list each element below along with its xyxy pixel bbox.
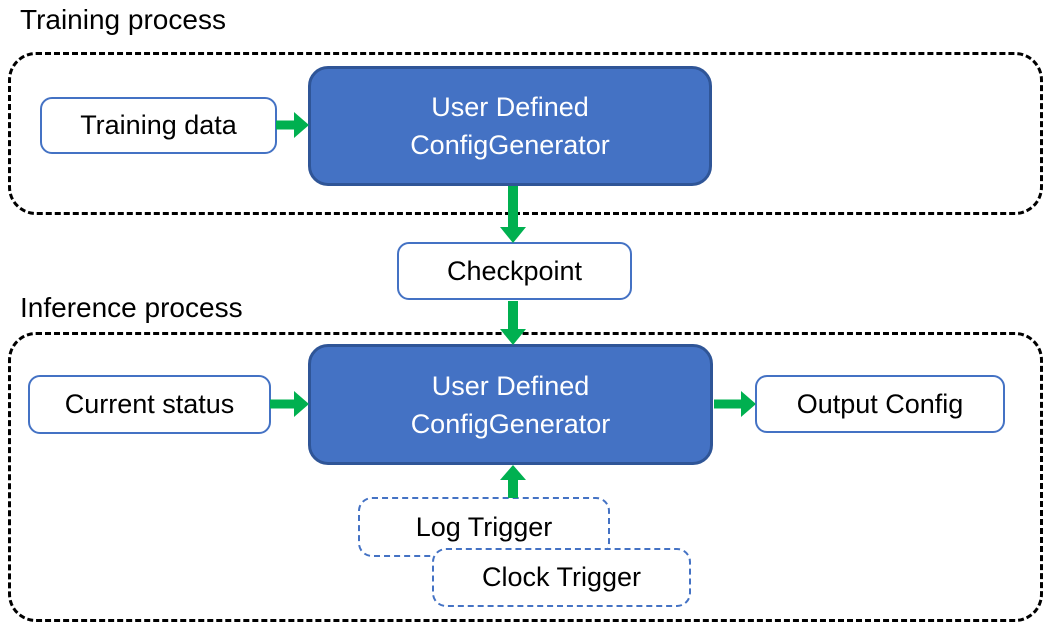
arrow-generator-to-output-config-icon (714, 391, 756, 417)
checkpoint-box: Checkpoint (397, 242, 632, 300)
inference-process-container (8, 332, 1043, 622)
training-generator-line1: User Defined (431, 92, 589, 122)
arrow-training-data-to-generator-icon (276, 112, 309, 138)
training-generator-line2: ConfigGenerator (410, 130, 610, 160)
arrow-checkpoint-to-inference-generator-icon (500, 301, 526, 345)
training-process-label: Training process (20, 4, 226, 35)
training-data-box: Training data (40, 97, 277, 154)
current-status-box: Current status (28, 375, 271, 434)
clock-trigger-box: Clock Trigger (432, 548, 691, 607)
training-config-generator-box: User Defined ConfigGenerator (308, 66, 712, 186)
inference-process-label: Inference process (20, 292, 243, 323)
inference-config-generator-box: User Defined ConfigGenerator (308, 344, 713, 465)
inference-generator-line2: ConfigGenerator (410, 408, 611, 439)
training-process-container (8, 52, 1043, 215)
output-config-box: Output Config (755, 375, 1005, 433)
log-trigger-box: Log Trigger (358, 497, 610, 557)
arrow-current-status-to-generator-icon (270, 391, 309, 417)
arrow-triggers-to-generator-icon (500, 465, 526, 498)
inference-generator-line1: User Defined (431, 370, 590, 401)
arrow-training-generator-to-checkpoint-icon (500, 186, 526, 243)
